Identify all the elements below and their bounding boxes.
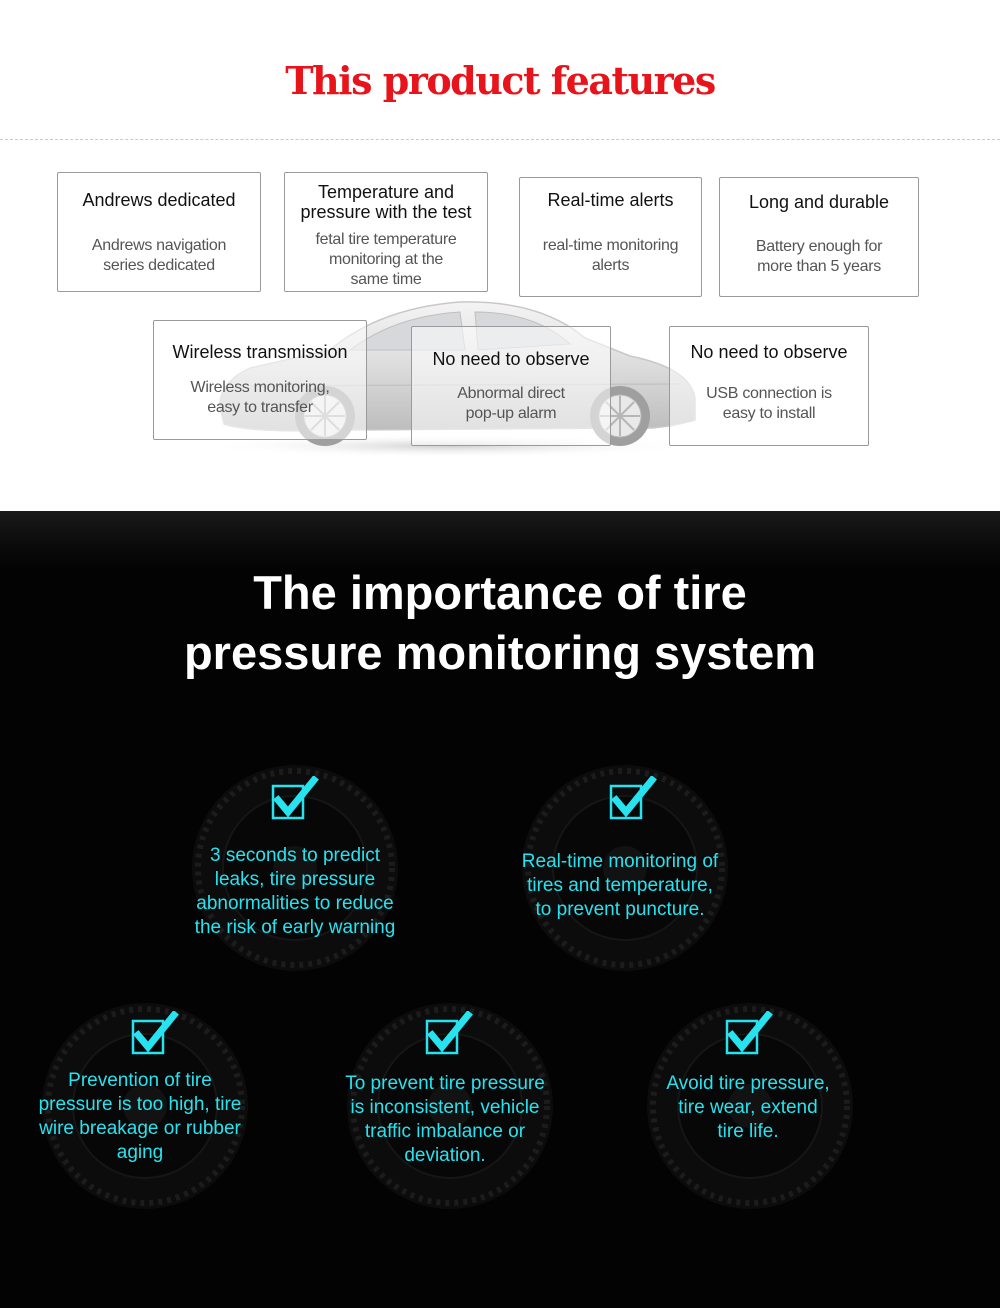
importance-point-line: 3 seconds to predict: [209, 845, 381, 866]
importance-point-line: pressure is too high, tire: [38, 1094, 242, 1115]
importance-point: Real-time monitoring of tires and temper…: [495, 850, 745, 922]
importance-point-line: leaks, tire pressure: [214, 869, 376, 890]
importance-point-line: wire breakage or rubber: [39, 1118, 241, 1139]
feature-desc: more than 5 years: [757, 258, 881, 275]
divider: [0, 139, 1000, 140]
importance-point-line: Prevention of tire: [68, 1070, 212, 1091]
checkmark-icon: [131, 1011, 179, 1055]
feature-desc: easy to transfer: [207, 399, 313, 416]
feature-title: No need to observe: [432, 349, 590, 369]
feature-desc: USB connection is: [706, 385, 832, 402]
feature-desc: alerts: [591, 257, 630, 274]
feature-desc: real-time monitoring: [542, 237, 679, 254]
tire-image: [42, 1003, 248, 1209]
feature-title: Temperature and: [317, 182, 455, 202]
background-streak: [0, 511, 1000, 571]
importance-point-line: tire life.: [717, 1121, 779, 1142]
feature-desc: Andrews navigation: [91, 237, 227, 254]
feature-card-durable: Long and durable Battery enough for more…: [719, 177, 919, 297]
importance-point-line: Real-time monitoring of: [521, 851, 719, 872]
importance-point-line: aging: [116, 1142, 164, 1163]
importance-section: The importance of tire pressure monitori…: [0, 511, 1000, 1308]
feature-desc: Abnormal direct: [457, 385, 565, 402]
importance-point-line: deviation.: [404, 1145, 486, 1166]
importance-point: Avoid tire pressure, tire wear, extend t…: [623, 1072, 873, 1144]
checkmark-icon: [271, 776, 319, 820]
importance-point-line: tire wear, extend: [678, 1097, 818, 1118]
feature-card-temperature: Temperature and pressure with the test f…: [284, 172, 488, 292]
feature-desc: Wireless monitoring,: [190, 379, 330, 396]
feature-desc: Battery enough for: [755, 238, 883, 255]
checkmark-icon: [609, 776, 657, 820]
importance-heading-line: The importance of tire: [253, 566, 747, 619]
feature-title: Andrews dedicated: [82, 190, 236, 210]
feature-card-popup: No need to observe Abnormal direct pop-u…: [411, 326, 611, 446]
tire-image: [192, 765, 398, 971]
feature-title: pressure with the test: [300, 202, 472, 222]
feature-desc: pop-up alarm: [465, 405, 557, 422]
feature-card-alerts: Real-time alerts real-time monitoring al…: [519, 177, 702, 297]
feature-title: Wireless transmission: [172, 342, 348, 362]
feature-desc: easy to install: [722, 405, 816, 422]
feature-desc: same time: [350, 271, 422, 288]
importance-point-line: the risk of early warning: [194, 917, 396, 938]
importance-point-line: is inconsistent, vehicle: [350, 1097, 540, 1118]
importance-point: Prevention of tire pressure is too high,…: [15, 1069, 265, 1165]
tire-image: [522, 765, 728, 971]
importance-point-line: To prevent tire pressure: [345, 1073, 545, 1094]
feature-title: Long and durable: [748, 192, 890, 212]
importance-point-line: abnormalities to reduce: [196, 893, 394, 914]
feature-title: Real-time alerts: [547, 190, 674, 210]
feature-desc: series dedicated: [103, 257, 215, 274]
tire-image: [647, 1003, 853, 1209]
importance-heading-line: pressure monitoring system: [183, 626, 817, 679]
feature-desc: monitoring at the: [328, 251, 444, 268]
importance-heading: The importance of tire pressure monitori…: [0, 563, 1000, 683]
feature-card-usb: No need to observe USB connection is eas…: [669, 326, 869, 446]
feature-card-andrews: Andrews dedicated Andrews navigation ser…: [57, 172, 261, 292]
feature-desc: fetal tire temperature: [315, 231, 457, 248]
importance-point-line: tires and temperature,: [527, 875, 713, 896]
features-section: This product features: [0, 0, 1000, 511]
importance-point-line: to prevent puncture.: [535, 899, 705, 920]
feature-card-wireless: Wireless transmission Wireless monitorin…: [153, 320, 367, 440]
tire-image: [347, 1003, 553, 1209]
importance-point: To prevent tire pressure is inconsistent…: [320, 1072, 570, 1168]
importance-point-line: traffic imbalance or: [364, 1121, 526, 1142]
checkmark-icon: [425, 1011, 473, 1055]
importance-point: 3 seconds to predict leaks, tire pressur…: [170, 844, 420, 940]
features-heading: This product features: [285, 58, 716, 103]
checkmark-icon: [725, 1011, 773, 1055]
importance-point-line: Avoid tire pressure,: [666, 1073, 830, 1094]
feature-title: No need to observe: [690, 342, 848, 362]
